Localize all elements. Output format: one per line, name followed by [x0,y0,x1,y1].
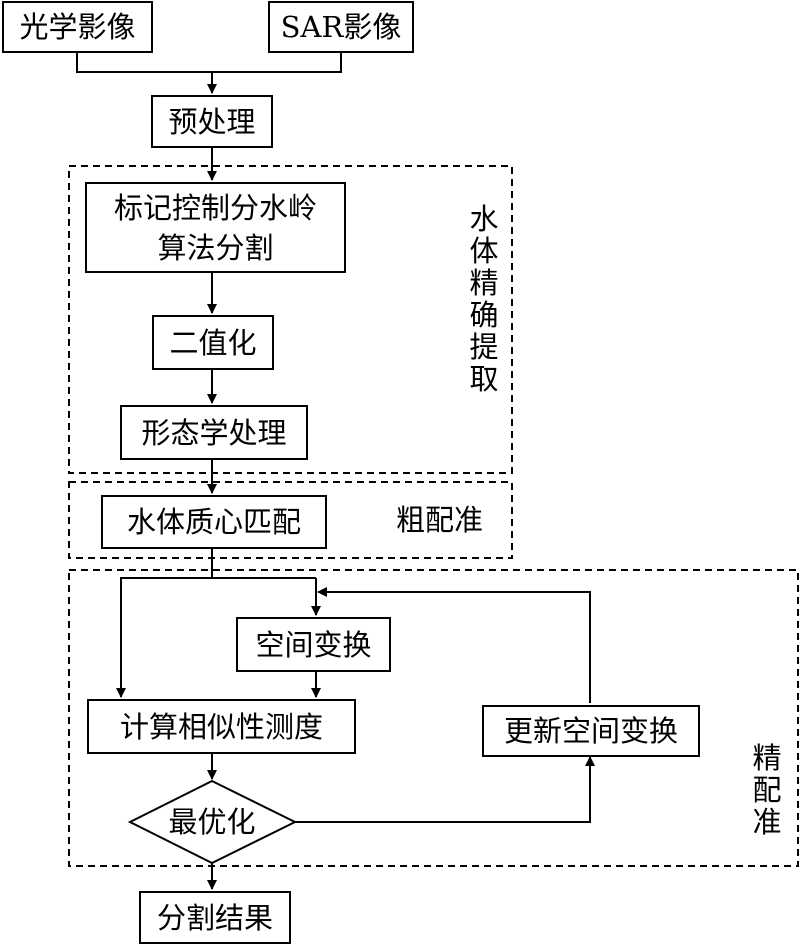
node-binarize: 二值化 [152,315,274,370]
decision-diamond [127,779,298,865]
node-watershed-segmentation: 标记控制分水岭 算法分割 [85,182,346,273]
connector-optical-merge [76,53,212,73]
group-label-extraction: 水体精确提取 [469,202,499,396]
group-frame-coarse [68,481,513,559]
node-morphology: 形态学处理 [120,405,308,460]
arrow-optimize-to-update [295,756,595,823]
node-watershed-line2: 算法分割 [157,230,274,265]
group-label-fine: 精配准 [752,741,782,839]
arrow-update-to-transform [317,587,591,703]
node-segmentation-result: 分割结果 [139,891,291,944]
group-label-coarse: 粗配准 [396,503,484,537]
node-similarity-measure: 计算相似性测度 [87,699,356,754]
node-optical-image: 光学影像 [2,1,153,53]
node-spatial-transform: 空间变换 [236,617,391,672]
node-centroid-matching: 水体质心匹配 [101,495,327,549]
connector-sar-merge [212,53,342,73]
node-update-transform: 更新空间变换 [482,705,700,757]
group-frame-fine [68,569,799,867]
node-preprocess: 预处理 [151,95,273,148]
node-sar-image: SAR影像 [268,1,414,53]
node-watershed-line1: 标记控制分水岭 [113,190,317,225]
node-optimize-label: 最优化 [168,805,256,839]
group-frame-extraction [68,165,513,474]
arrow-to-similarity [116,577,316,698]
